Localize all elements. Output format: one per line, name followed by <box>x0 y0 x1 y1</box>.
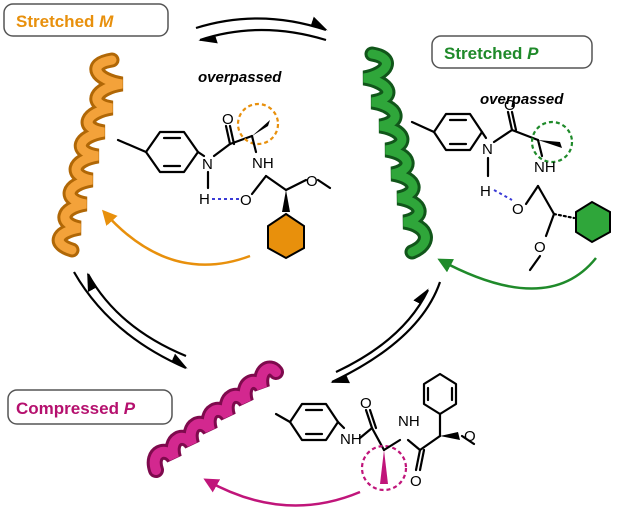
atom-h-right: H <box>480 183 491 200</box>
equilibrium-arrow-left-back <box>87 272 187 358</box>
note-overpassed-left: overpassed <box>198 69 282 86</box>
helix-green <box>362 46 433 260</box>
atom-o-bottom-2: O <box>410 473 422 490</box>
hbond-right <box>493 189 513 201</box>
label-stretched-p-text: Stretched P <box>444 44 539 63</box>
phenyl-ring-orange <box>267 212 305 260</box>
phenyl-ring-bottom <box>422 372 458 416</box>
atom-o-right-3: O <box>534 239 546 256</box>
atom-o-right-1: O <box>504 97 516 114</box>
phenyl-ring-green <box>575 200 611 244</box>
atom-o-right-2: O <box>512 201 524 218</box>
molecule-bottom: NH O NH O O <box>203 372 476 507</box>
atom-o-bottom-3: O <box>464 428 476 445</box>
arrow-magenta <box>203 478 361 507</box>
atom-o-left-1: O <box>222 111 234 128</box>
atom-n-left: N <box>202 156 213 173</box>
label-compressed-p-text: Compressed P <box>16 399 136 418</box>
methyl-wedge-bottom <box>380 450 388 484</box>
atom-nh-left: NH <box>252 155 274 172</box>
equilibrium-arrow-left-forward <box>73 271 188 370</box>
equilibrium-arrows <box>73 16 442 384</box>
atom-h-left: H <box>199 191 210 208</box>
helix-magenta <box>146 360 284 478</box>
molecule-right: N O NH H O O overpassed <box>410 91 611 290</box>
label-stretched-m: Stretched M <box>3 3 169 37</box>
highlight-circle-bottom <box>360 444 408 492</box>
atom-o-bottom-1: O <box>360 395 372 412</box>
atom-o-left-3: O <box>306 173 318 190</box>
equilibrium-arrow-right-forward <box>330 281 442 384</box>
equilibrium-arrow-top-forward <box>195 16 328 32</box>
equilibrium-arrow-top-back <box>198 28 327 44</box>
molecule-left: N O NH H O O overpassed <box>102 69 332 266</box>
arrow-green <box>437 257 597 290</box>
arrow-orange <box>102 209 251 266</box>
atom-nh-bottom-2: NH <box>398 413 420 430</box>
note-overpassed-right: overpassed <box>480 91 564 108</box>
helix-orange <box>51 52 124 258</box>
highlight-circle-left <box>236 102 280 146</box>
methyl-wedge-left <box>252 120 270 136</box>
label-stretched-p: Stretched P <box>431 35 593 69</box>
atom-nh-bottom-1: NH <box>340 431 362 448</box>
atom-nh-right: NH <box>534 159 556 176</box>
atom-n-right: N <box>482 141 493 158</box>
atom-o-left-2: O <box>240 192 252 209</box>
label-stretched-m-text: Stretched M <box>16 12 114 31</box>
label-compressed-p: Compressed P <box>7 389 173 425</box>
highlight-circle-right <box>530 120 574 164</box>
equilibrium-arrow-right-back <box>335 288 429 373</box>
